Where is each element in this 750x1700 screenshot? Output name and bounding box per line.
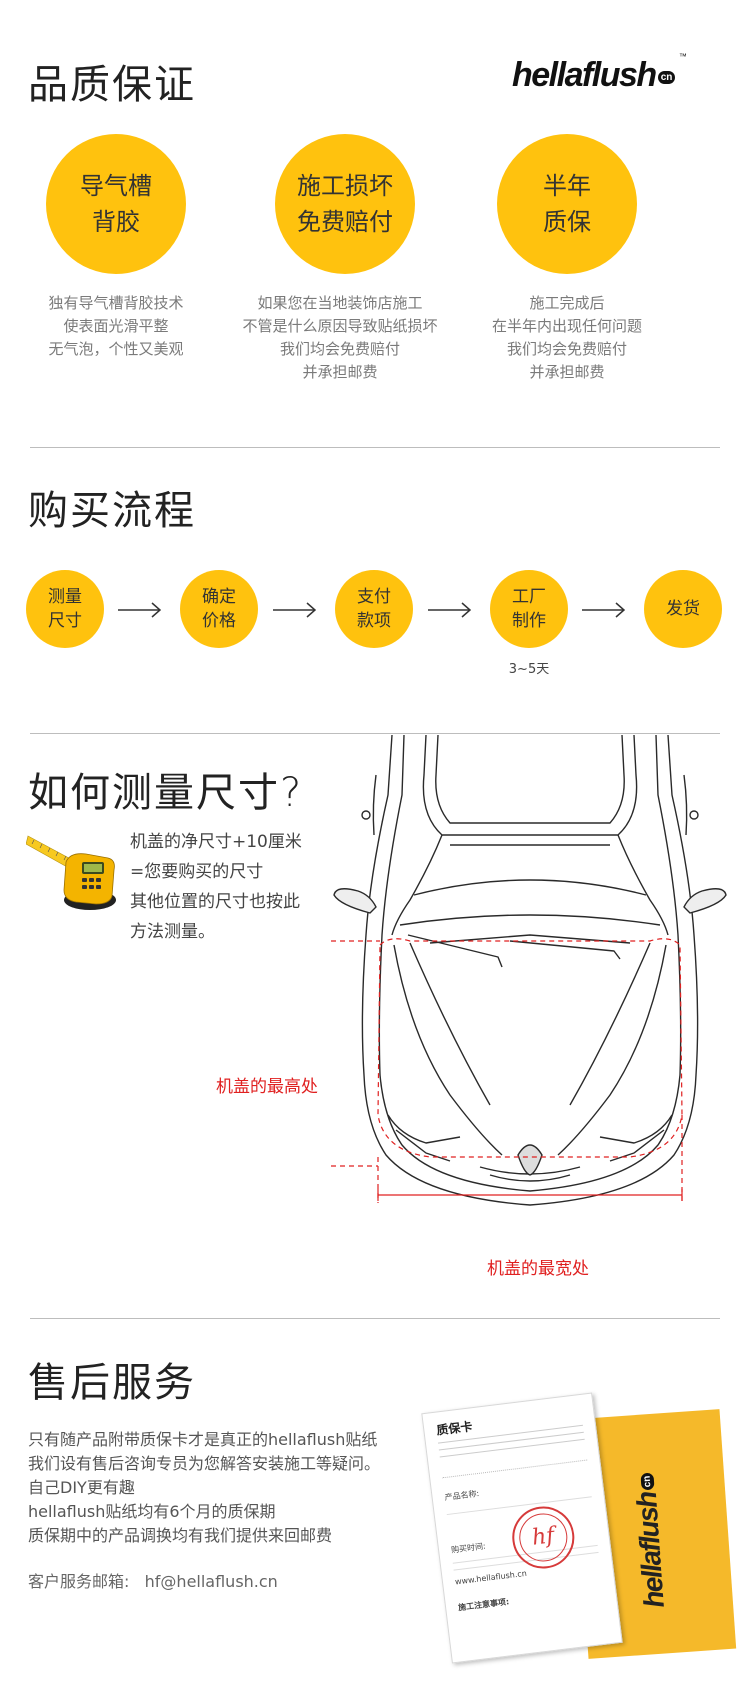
quality-desc-2: 如果您在当地装饰店施工 不管是什么原因导致贴纸损坏 我们均会免费赔付 并承担邮费 <box>242 294 438 381</box>
measure-title: 如何测量尺寸? <box>28 770 304 816</box>
service-title: 售后服务 <box>28 1360 196 1406</box>
process-step-4-note: 3~5天 <box>508 662 550 677</box>
quality-circle-1: 导气槽背胶 <box>46 134 186 274</box>
divider-1 <box>30 447 720 448</box>
tape-measure-icon <box>26 835 116 910</box>
process-step-2: 确定价格 <box>180 570 258 648</box>
arrow-right-icon <box>118 602 162 618</box>
process-step-4: 工厂制作 <box>490 570 568 648</box>
hood-width-label: 机盖的最宽处 <box>487 1259 589 1279</box>
hood-height-label: 机盖的最高处 <box>216 1077 318 1097</box>
quality-circle-3: 半年质保 <box>497 134 637 274</box>
quality-desc-3: 施工完成后 在半年内出现任何问题 我们均会免费赔付 并承担邮费 <box>491 294 642 381</box>
quality-title: 品质保证 <box>28 62 196 108</box>
service-description: 只有随产品附带质保卡才是真正的hellaflush贴纸 我们设有售后咨询专员为您… <box>28 1430 381 1545</box>
process-step-1: 测量尺寸 <box>26 570 104 648</box>
process-step-3: 支付款项 <box>335 570 413 648</box>
warranty-card-front: 质保卡 产品名称: 购买时间: www.hellaflush.cn 施工注意事项… <box>421 1392 623 1664</box>
arrow-right-icon <box>273 602 317 618</box>
measure-instructions: 机盖的净尺寸+10厘米 =您要购买的尺寸 其他位置的尺寸也按此 方法测量。 <box>130 832 302 942</box>
card-notes: 施工注意事项: <box>457 1597 510 1613</box>
quality-desc-1: 独有导气槽背胶技术 使表面光滑平整 无气泡，个性又美观 <box>48 294 184 358</box>
arrow-right-icon <box>428 602 472 618</box>
arrow-right-icon <box>582 602 626 618</box>
divider-2 <box>30 733 720 734</box>
service-email: 客户服务邮箱: hf@hellaflush.cn <box>28 1572 278 1591</box>
process-step-5: 发货 <box>644 570 722 648</box>
divider-3 <box>30 1318 720 1319</box>
process-title: 购买流程 <box>28 488 196 534</box>
quality-circle-2: 施工损坏免费赔付 <box>275 134 415 274</box>
car-top-view-diagram <box>330 735 727 1206</box>
